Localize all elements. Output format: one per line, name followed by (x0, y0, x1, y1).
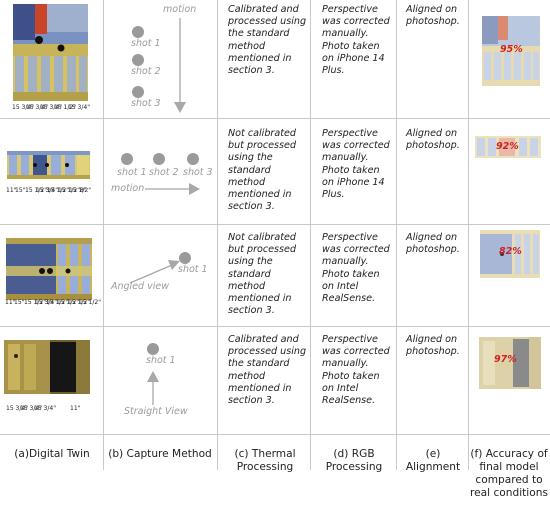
accuracy-image (479, 337, 541, 389)
shot-label: shot 2 (131, 66, 161, 77)
shot-marker (121, 153, 133, 165)
accuracy-value: 92% (496, 141, 519, 152)
rgb-processing-text: Perspective was corrected manually. Phot… (322, 4, 390, 77)
measurement-label: 11" (6, 187, 17, 194)
shot-label: shot 1 (146, 355, 176, 366)
measurement-label: 15 3/4" (35, 299, 57, 306)
arrow-down-icon (174, 18, 186, 113)
column-header-rgb-processing: (d) RGB Processing (325, 448, 383, 473)
alignment-text: Aligned on photoshop. (406, 232, 460, 256)
measurement-label: 15 1/2" (57, 299, 79, 306)
shot-marker (132, 26, 144, 38)
shot-marker (132, 86, 144, 98)
shot-marker (132, 54, 144, 66)
row-divider (0, 118, 550, 119)
shot-marker (187, 153, 199, 165)
row-divider (0, 434, 550, 435)
shot-label: shot 1 (178, 264, 208, 275)
alignment-text: Aligned on photoshop. (406, 4, 460, 28)
measurement-label: 15 3/4" (68, 104, 90, 111)
shot-label: shot 2 (149, 167, 179, 178)
shot-label: shot 1 (131, 38, 161, 49)
alignment-text: Aligned on photoshop. (406, 128, 460, 152)
alignment-text: Aligned on photoshop. (406, 334, 460, 358)
shot-label: shot 3 (131, 98, 161, 109)
arrow-up-icon (147, 371, 159, 405)
shot-label: shot 1 (117, 167, 147, 178)
measurement-label: 15" (15, 187, 26, 194)
measurement-label: 15 1/2" (25, 187, 47, 194)
measurement-label: 15 1/2" (68, 299, 90, 306)
thermal-twin-image (6, 238, 92, 300)
thermal-twin-image (4, 340, 90, 394)
measurement-label: 15 1/2" (69, 187, 91, 194)
measurement-label: 15 1/2" (79, 299, 101, 306)
thermal-twin-image (13, 4, 88, 101)
measurement-label: 15" (14, 299, 25, 306)
column-header-capture-method: (b) Capture Method (108, 448, 212, 460)
thermal-processing-text: Calibrated and processed using the stand… (228, 334, 307, 407)
shot-marker (147, 343, 159, 355)
straight-view-label: Straight View (124, 406, 188, 417)
row-divider (0, 224, 550, 225)
measurement-label: 15 3/4" (34, 405, 56, 412)
column-divider (310, 0, 311, 470)
accuracy-value: 95% (500, 44, 523, 55)
column-header-thermal-processing: (c) Thermal Processing (234, 448, 296, 473)
shot-marker (153, 153, 165, 165)
measurement-label: 15 3/4" (26, 104, 48, 111)
accuracy-image (482, 16, 540, 86)
measurement-labels: 15 3/4"15 3/4"15 3/4"11" (6, 405, 82, 412)
measurement-label: 15 3/4" (12, 104, 34, 111)
motion-label: motion (111, 183, 145, 194)
column-divider (217, 0, 218, 470)
accuracy-image (480, 230, 540, 278)
measurement-label: 15 1/2" (24, 299, 46, 306)
thermal-processing-text: Calibrated and processed using the stand… (228, 4, 307, 77)
measurement-label: 15 3/4" (40, 104, 62, 111)
measurement-labels: 15 3/4"15 3/4"15 3/4"15 1/2"15 3/4" (12, 104, 90, 111)
measurement-label: 15 1/2" (54, 104, 76, 111)
thermal-processing-text: Not calibrated but processed using the s… (228, 128, 297, 213)
column-header-accuracy: (f) Accuracy of final model compared to … (470, 448, 548, 499)
accuracy-image (475, 136, 541, 158)
column-header-alignment: (e) Alignment (405, 448, 461, 473)
measurement-labels: 11"15"15 1/2"15 3/4"15 1/2"15 1/2"15 1/2… (6, 187, 91, 194)
arrow-right-icon (145, 183, 200, 195)
row-divider (0, 326, 550, 327)
measurement-label: 15 3/4" (20, 405, 42, 412)
thermal-twin-image (7, 151, 90, 179)
measurement-label: 15 3/4" (36, 187, 58, 194)
measurement-label: 15 1/2" (58, 187, 80, 194)
column-divider (103, 0, 104, 470)
column-divider (396, 0, 397, 470)
rgb-processing-text: Perspective was corrected manually. Phot… (322, 232, 390, 305)
arrow-angled-icon (129, 260, 180, 284)
measurement-labels: 11"15"15 1/2"15 3/4"15 1/2"15 1/2"15 1/2… (5, 299, 101, 306)
measurement-label: 11" (70, 405, 81, 412)
motion-label: motion (163, 4, 197, 15)
measurement-label: 8" (80, 187, 87, 194)
accuracy-value: 82% (499, 246, 522, 257)
measurement-label: 15 3/4" (6, 405, 28, 412)
angled-view-label: Angled view (111, 281, 169, 292)
column-header-digital-twin: (a)Digital Twin (14, 448, 90, 460)
shot-label: shot 3 (183, 167, 213, 178)
measurement-label: 11" (5, 299, 16, 306)
column-divider (468, 0, 469, 470)
measurement-label: 15 1/2" (46, 299, 68, 306)
accuracy-value: 97% (494, 354, 517, 365)
shot-marker (179, 252, 191, 264)
measurement-label: 15 1/2" (47, 187, 69, 194)
rgb-processing-text: Perspective was corrected manually. Phot… (322, 128, 390, 201)
thermal-processing-text: Not calibrated but processed using the s… (228, 232, 297, 317)
rgb-processing-text: Perspective was corrected manually. Phot… (322, 334, 390, 407)
